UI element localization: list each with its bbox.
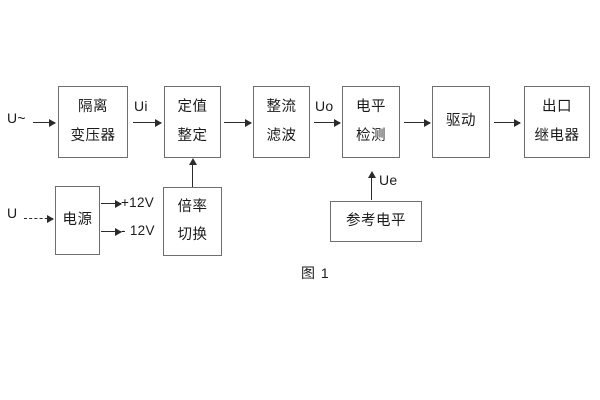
block-isolation-transformer-line-1: 隔离 xyxy=(78,99,108,116)
arrow-level-to-drive xyxy=(404,118,431,127)
arrow-setting-to-rectify xyxy=(224,118,252,127)
block-multiplier-switch: 倍率 切换 xyxy=(163,187,222,256)
block-output-relay-line-1: 出口 xyxy=(542,99,572,116)
arrow-supply-positive xyxy=(101,199,122,208)
supply-positive-label: +12V xyxy=(121,195,155,210)
block-power-supply-line-1: 电源 xyxy=(62,211,93,228)
arrow-supply-negative xyxy=(101,227,122,236)
block-reference-level-line-1: 参考电平 xyxy=(346,212,406,229)
arrow-rectify-to-level xyxy=(314,118,341,127)
block-isolation-transformer: 隔离 变压器 xyxy=(58,86,128,158)
block-rectify-filter-line-2: 滤波 xyxy=(266,127,297,144)
block-setting-value-line-1: 定值 xyxy=(177,99,208,116)
block-power-supply: 电源 xyxy=(55,186,100,255)
block-drive-line-1: 驱动 xyxy=(446,113,476,130)
block-output-relay-line-2: 继电器 xyxy=(534,127,580,144)
block-multiplier-switch-line-1: 倍率 xyxy=(177,198,208,215)
block-setting-value-line-2: 整定 xyxy=(177,127,208,144)
signal-ui-label: Ui xyxy=(134,98,148,114)
block-level-detection: 电平 检测 xyxy=(342,86,400,158)
block-rectify-filter: 整流 滤波 xyxy=(253,86,310,158)
arrow-drive-to-output-relay xyxy=(494,118,521,127)
signal-uo-label: Uo xyxy=(315,98,334,114)
block-level-detection-line-2: 检测 xyxy=(356,127,386,144)
block-setting-value: 定值 整定 xyxy=(164,86,221,158)
block-level-detection-line-1: 电平 xyxy=(356,99,386,116)
arrow-input-to-isolation xyxy=(33,118,56,127)
figure-caption: 图 1 xyxy=(301,265,330,281)
block-drive: 驱动 xyxy=(432,86,490,158)
block-output-relay: 出口 继电器 xyxy=(524,86,590,158)
block-isolation-transformer-line-2: 变压器 xyxy=(70,127,116,144)
block-reference-level: 参考电平 xyxy=(330,201,422,242)
arrow-input-to-power-supply xyxy=(24,214,54,223)
supply-negative-label: - 12V xyxy=(121,223,155,238)
signal-ue-label: Ue xyxy=(379,172,398,188)
input-dc-label: U xyxy=(7,205,18,221)
input-ac-label: U~ xyxy=(7,110,26,126)
arrow-reference-to-level-detection xyxy=(367,171,376,200)
arrow-isolation-to-setting xyxy=(133,118,162,127)
arrow-multiplier-to-setting xyxy=(188,158,197,187)
block-multiplier-switch-line-2: 切换 xyxy=(177,227,208,243)
block-rectify-filter-line-1: 整流 xyxy=(266,99,297,116)
